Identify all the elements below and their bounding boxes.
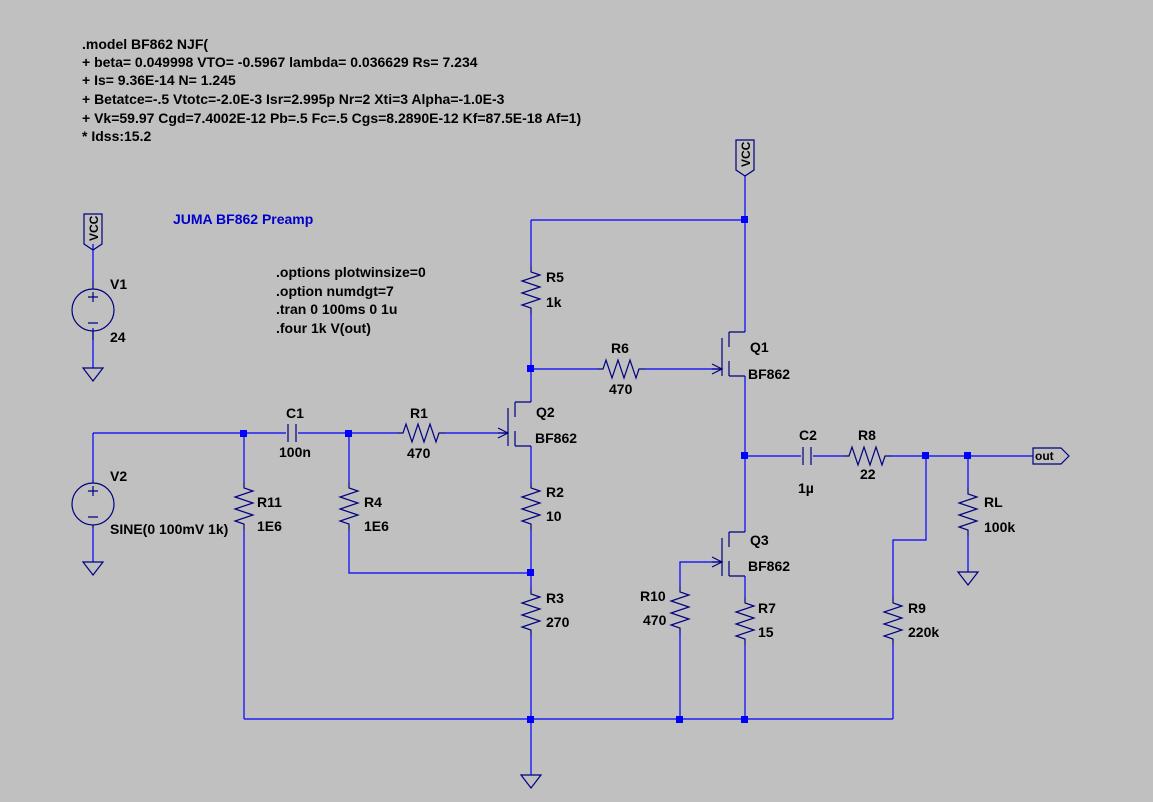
directive-line-2: .option numdgt=7 xyxy=(276,283,394,299)
resistor-r7[interactable]: R7 15 xyxy=(734,597,776,645)
wires[interactable] xyxy=(92,175,1033,775)
junction xyxy=(964,452,971,459)
c1-name: C1 xyxy=(286,405,304,421)
v1-value: 24 xyxy=(110,329,126,345)
r6-name: R6 xyxy=(611,340,629,356)
resistor-r5[interactable]: R5 1k xyxy=(520,266,564,314)
junction xyxy=(527,716,534,723)
junction xyxy=(741,452,748,459)
resistor-r1[interactable]: R1 470 xyxy=(397,405,445,461)
r10-value: 470 xyxy=(643,612,667,628)
junction xyxy=(922,452,929,459)
v2-name: V2 xyxy=(110,468,127,484)
wire-r10[interactable] xyxy=(679,561,722,719)
ground-symbol xyxy=(519,774,543,789)
rl-name: RL xyxy=(984,494,1003,510)
r2-name: R2 xyxy=(546,484,564,500)
model-line-3: + Is= 9.36E-14 N= 1.245 xyxy=(82,72,236,88)
q2-name: Q2 xyxy=(536,404,555,420)
resistor-rl[interactable]: RL 100k xyxy=(957,488,1015,536)
r8-value: 22 xyxy=(860,466,876,482)
r8-name: R8 xyxy=(858,427,876,443)
v1-name: V1 xyxy=(110,276,127,292)
r4-value: 1E6 xyxy=(364,518,389,534)
resistor-r3[interactable]: R3 270 xyxy=(520,588,570,636)
junction xyxy=(527,365,534,372)
resistor-r4[interactable]: R4 1E6 xyxy=(338,482,389,534)
jfet-q3[interactable]: Q3 BF862 xyxy=(711,531,790,577)
junction xyxy=(741,716,748,723)
r9-name: R9 xyxy=(908,600,926,616)
directive-line-1: .options plotwinsize=0 xyxy=(276,264,426,280)
schematic-title: JUMA BF862 Preamp xyxy=(173,211,313,227)
r1-value: 470 xyxy=(407,445,431,461)
q1-value: BF862 xyxy=(748,366,790,382)
ground-symbol xyxy=(81,561,105,576)
r1-name: R1 xyxy=(410,405,428,421)
c2-name: C2 xyxy=(799,427,817,443)
c2-value: 1µ xyxy=(798,480,814,496)
jfet-q2[interactable]: Q2 BF862 xyxy=(497,401,577,447)
vcc-flag-label: VCC xyxy=(87,215,101,241)
r11-value: 1E6 xyxy=(257,518,282,534)
resistor-r11[interactable]: R11 1E6 xyxy=(233,482,282,534)
out-flag-label: out xyxy=(1035,449,1054,463)
out-flag[interactable]: out xyxy=(1032,447,1070,465)
model-line-4: + Betatce=-.5 Vtotc=-2.0E-3 Isr=2.995p N… xyxy=(82,91,505,107)
model-line-5: + Vk=59.97 Cgd=7.4002E-12 Pb=.5 Fc=.5 Cg… xyxy=(82,110,581,126)
q3-name: Q3 xyxy=(750,532,769,548)
vcc-flag-q1[interactable]: VCC xyxy=(735,139,755,177)
junction xyxy=(240,430,247,437)
r2-value: 10 xyxy=(546,508,562,524)
r5-value: 1k xyxy=(546,294,562,310)
ground-symbol xyxy=(81,367,105,382)
model-line-1: .model BF862 NJF( xyxy=(82,36,208,52)
r5-name: R5 xyxy=(546,269,564,285)
r9-value: 220k xyxy=(908,624,939,640)
q3-value: BF862 xyxy=(748,558,790,574)
directive-line-4: .four 1k V(out) xyxy=(276,320,371,336)
junctions xyxy=(240,216,971,723)
model-directive: .model BF862 NJF( + beta= 0.049998 VTO= … xyxy=(82,36,581,144)
junction xyxy=(345,430,352,437)
r4-name: R4 xyxy=(364,494,382,510)
capacitor-c1[interactable]: C1 100n xyxy=(279,405,311,460)
resistor-r6[interactable]: R6 470 xyxy=(597,340,645,397)
r3-value: 270 xyxy=(546,614,570,630)
junction xyxy=(676,716,683,723)
junction xyxy=(527,569,534,576)
capacitor-c2[interactable]: C2 1µ xyxy=(798,427,817,496)
r7-name: R7 xyxy=(758,600,776,616)
vcc-flag-label: VCC xyxy=(739,141,753,167)
voltage-source-v1[interactable]: V1 24 xyxy=(71,276,127,345)
model-line-6: * Idss:15.2 xyxy=(82,128,151,144)
resistor-r10[interactable]: R10 470 xyxy=(640,586,691,634)
spice-directives: .options plotwinsize=0 .option numdgt=7 … xyxy=(276,264,426,336)
r11-name: R11 xyxy=(257,494,282,510)
r3-name: R3 xyxy=(546,590,564,606)
ground-symbol xyxy=(956,571,980,586)
v2-value: SINE(0 100mV 1k) xyxy=(110,521,228,537)
rl-value: 100k xyxy=(984,519,1015,535)
resistor-r2[interactable]: R2 10 xyxy=(520,482,564,530)
q2-value: BF862 xyxy=(535,430,577,446)
vcc-flag-v1[interactable]: VCC xyxy=(83,213,103,251)
jfet-q1[interactable]: Q1 BF862 xyxy=(711,331,790,382)
resistor-r9[interactable]: R9 220k xyxy=(882,597,939,645)
r7-value: 15 xyxy=(758,624,774,640)
directive-line-3: .tran 0 100ms 0 1u xyxy=(276,301,397,317)
junction xyxy=(741,216,748,223)
wire-r9[interactable] xyxy=(892,456,927,719)
wire-r4[interactable] xyxy=(348,433,531,574)
r6-value: 470 xyxy=(609,381,633,397)
resistor-r8[interactable]: R8 22 xyxy=(843,427,891,482)
model-line-2: + beta= 0.049998 VTO= -0.5967 lambda= 0.… xyxy=(82,54,478,70)
r10-name: R10 xyxy=(640,588,666,604)
q1-name: Q1 xyxy=(750,339,769,355)
voltage-source-v2[interactable]: V2 SINE(0 100mV 1k) xyxy=(71,468,228,537)
c1-value: 100n xyxy=(279,444,311,460)
